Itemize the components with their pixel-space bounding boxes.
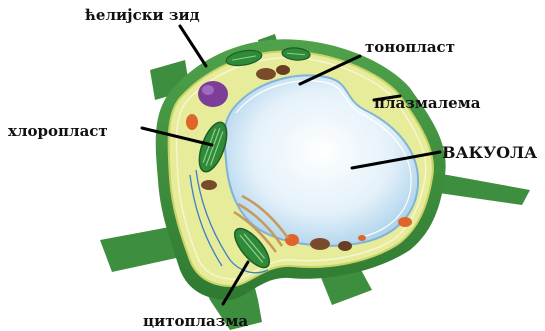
label-cell-wall: ћелијски зид: [85, 6, 200, 24]
label-tonoplast: тонопласт: [365, 38, 455, 56]
label-plasmalemma: плазмалема: [374, 94, 481, 112]
label-cytoplasm: цитоплазма: [143, 312, 248, 330]
label-chloroplast: хлоропласт: [8, 122, 108, 140]
label-vacuole: ВАКУОЛА: [442, 143, 537, 162]
nucleus: [198, 81, 228, 107]
